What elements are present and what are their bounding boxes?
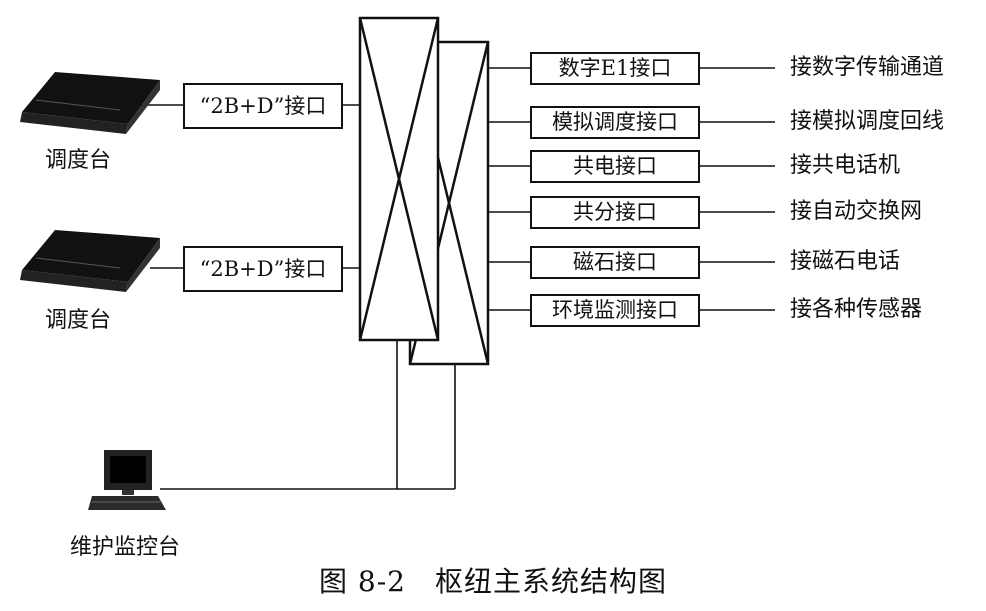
console-label: 调度台 [45, 308, 112, 333]
dispatch-console-icon [20, 72, 160, 134]
target-label: 接数字传输通道 [790, 55, 945, 80]
console-interface-box: “2B+D”接口 [183, 246, 343, 292]
console-interface-box: “2B+D”接口 [183, 83, 343, 129]
interface-box-common-split: 共分接口 [530, 196, 700, 229]
dispatch-console-icon [20, 230, 160, 292]
computer-icon [88, 450, 166, 510]
maintenance-connector [160, 340, 456, 490]
console-label: 调度台 [45, 148, 112, 173]
interface-box-common-battery: 共电接口 [530, 150, 700, 183]
interface-box-magneto: 磁石接口 [530, 246, 700, 279]
interface-box-digital-e1: 数字E1接口 [530, 52, 700, 85]
figure-caption: 图 8-2 枢纽主系统结构图 [319, 565, 667, 598]
target-label: 接磁石电话 [790, 249, 901, 274]
interface-box-environment-monitor: 环境监测接口 [530, 294, 700, 327]
interface-box-analog-dispatch: 模拟调度接口 [530, 106, 700, 139]
target-label: 接自动交换网 [790, 199, 923, 224]
target-label: 接各种传感器 [790, 297, 923, 322]
switch-module-front [358, 16, 440, 342]
target-label: 接模拟调度回线 [790, 109, 945, 134]
console-connectors [140, 104, 360, 269]
maintenance-console-label: 维护监控台 [70, 535, 181, 560]
interface-connectors [488, 67, 775, 311]
target-label: 接共电话机 [790, 153, 901, 178]
